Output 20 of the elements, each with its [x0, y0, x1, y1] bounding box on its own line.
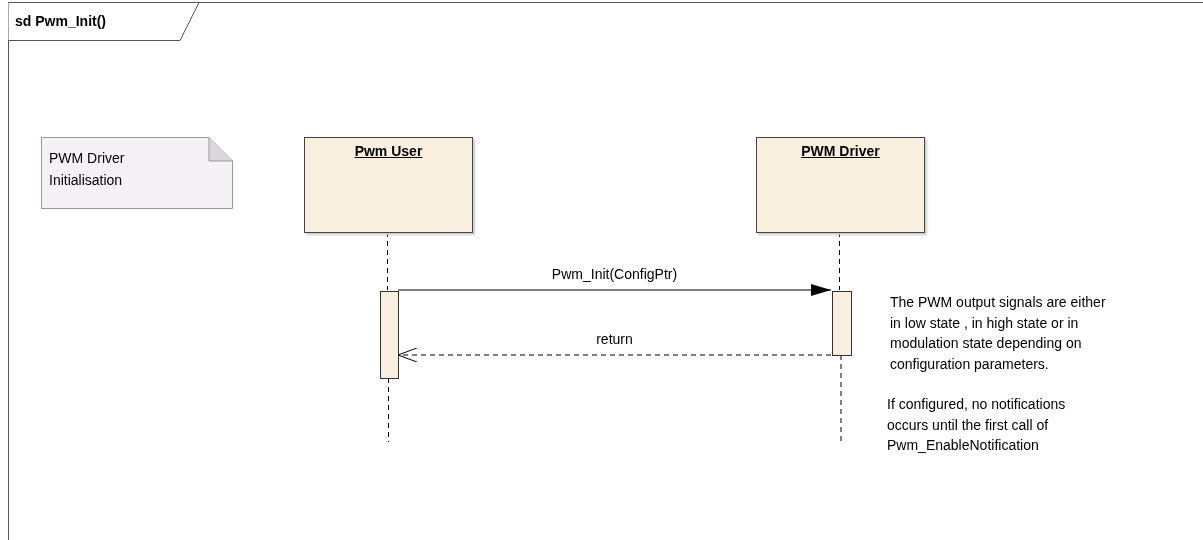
lifeline-name: Pwm User [353, 143, 424, 159]
sequence-frame [8, 2, 1203, 540]
lifeline [388, 377, 389, 443]
message-label: return [594, 331, 635, 347]
message-label: Pwm_Init(ConfigPtr) [549, 266, 680, 282]
message-arrow [397, 284, 832, 296]
activation-bar [832, 291, 852, 356]
lifeline-box [756, 137, 925, 233]
activation-bar [380, 291, 399, 379]
lifeline [840, 354, 842, 443]
note-text: If configured, no notifications occurs until the first call of Pwm_EnableNotification [887, 395, 1067, 455]
note-text: The PWM output signals are either in low state , in high state or in modulation state depending on configuration parameters. [890, 293, 1107, 374]
lifeline [387, 231, 388, 291]
lifeline [839, 231, 840, 291]
lifeline-box [304, 137, 473, 233]
frame-title: sd Pwm_Init() [15, 13, 106, 29]
note-box [41, 137, 233, 209]
note-text: PWM Driver Initialisation [49, 149, 126, 190]
return-arrow [397, 347, 832, 363]
lifeline-name: PWM Driver [800, 143, 881, 159]
